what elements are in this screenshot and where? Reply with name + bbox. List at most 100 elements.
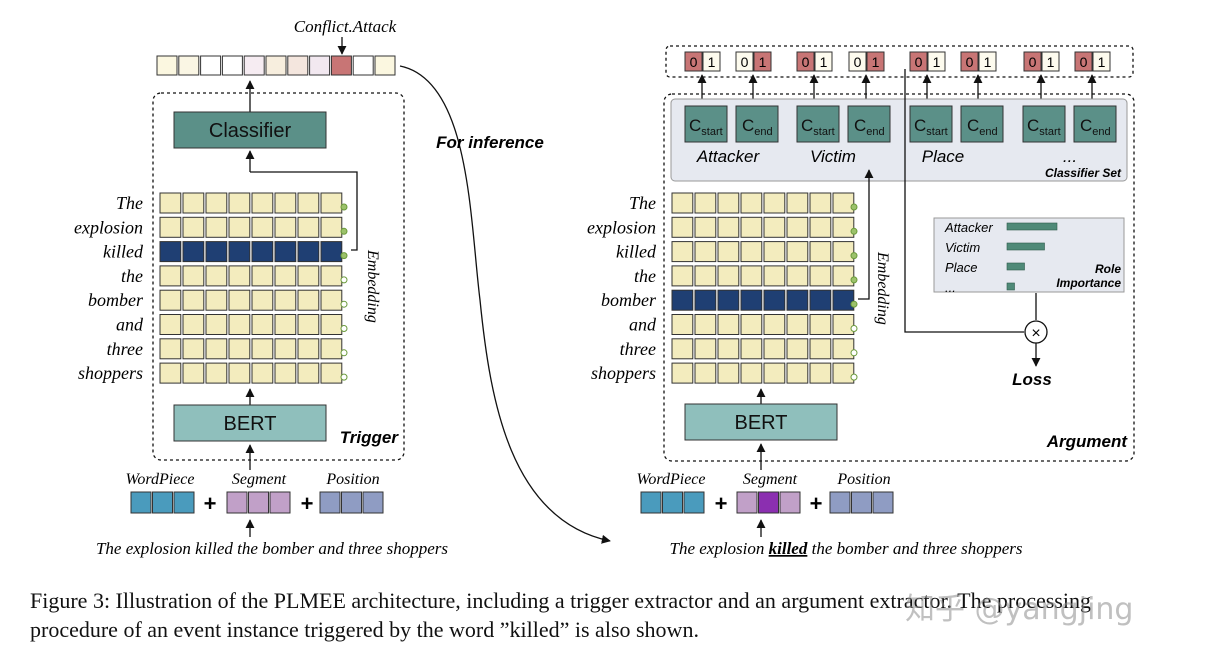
- embedding-cell: [809, 192, 832, 214]
- trigger-bert-label: BERT: [224, 413, 277, 435]
- embedding-cell: [228, 265, 251, 287]
- c-end-box: [1073, 105, 1117, 143]
- embedding-cell: [786, 192, 809, 214]
- bit-cell-hit: [753, 51, 772, 72]
- embedding-cell: [763, 314, 786, 335]
- embedding-output-dot: [850, 252, 858, 260]
- embedding-cell: [205, 362, 228, 384]
- embedding-output-dot: [850, 276, 858, 284]
- embedding-cell: [251, 289, 274, 311]
- embedding-cell: [763, 265, 786, 287]
- embedding-cell: [228, 216, 251, 238]
- embedding-cell: [251, 362, 274, 384]
- trigger-classifier-box: [173, 111, 327, 149]
- trigger-output-vector: [156, 55, 396, 76]
- role-importance-bar: [1006, 282, 1015, 291]
- embedding-output-dot: [340, 300, 348, 308]
- embedding-cell: [320, 289, 343, 311]
- embedding-cell: [694, 192, 717, 214]
- embedding-cell: [205, 192, 228, 214]
- embedding-cell: [832, 192, 855, 214]
- bit-cell: [814, 51, 833, 72]
- embedding-cell: [786, 265, 809, 287]
- bit-value: 0: [915, 54, 923, 70]
- trigger-classifier-label: Classifier: [209, 120, 292, 142]
- token-label: explosion: [587, 217, 656, 237]
- role-importance-bars: AttackerVictimPlace...: [944, 220, 1058, 295]
- bit-value: 1: [708, 54, 716, 70]
- argument-panel: [663, 93, 1135, 462]
- embedding-cell: [717, 362, 740, 384]
- embedding-cell: [205, 265, 228, 287]
- embedding-cell: [205, 289, 228, 311]
- role-importance-name: Victim: [945, 240, 980, 255]
- classifier-text: Cend: [1080, 116, 1111, 138]
- embedding-cell: [694, 265, 717, 287]
- embedding-cell: [159, 338, 182, 360]
- role-importance-bar: [1006, 262, 1025, 271]
- output-cell: [178, 55, 200, 76]
- classifier-text: Cstart: [1027, 116, 1061, 138]
- role-importance-name: Attacker: [944, 220, 993, 235]
- embedding-cell-highlight: [159, 241, 182, 263]
- bit-cell: [927, 51, 946, 72]
- embedding-cell: [671, 192, 694, 214]
- embedding-cell: [763, 362, 786, 384]
- bit-cell-hit: [1023, 51, 1042, 72]
- segment-cell: [779, 491, 801, 514]
- position-cell: [341, 491, 362, 514]
- bit-cell: [1041, 51, 1060, 72]
- token-label: bomber: [88, 290, 144, 310]
- embedding-cell-highlight: [694, 289, 717, 311]
- trigger-segment-label: Segment: [232, 471, 287, 488]
- embedding-cell: [740, 265, 763, 287]
- classifier-text: Cstart: [689, 116, 723, 138]
- role-label: Place: [922, 147, 965, 166]
- trigger-position-label: Position: [325, 471, 379, 488]
- token-label: the: [121, 266, 143, 286]
- embedding-cell: [251, 314, 274, 335]
- embedding-cell-highlight: [717, 289, 740, 311]
- embedding-cell-highlight: [228, 241, 251, 263]
- embedding-cell-highlight: [832, 289, 855, 311]
- embedding-cell: [809, 241, 832, 263]
- trigger-panel-label: Trigger: [340, 428, 400, 447]
- argument-input-sentence: The explosion killed the bomber and thre…: [669, 539, 1022, 558]
- token-label: and: [116, 315, 144, 335]
- embedding-cell: [159, 216, 182, 238]
- role-label: Victim: [810, 147, 856, 166]
- embedding-cell: [671, 362, 694, 384]
- embedding-cell: [274, 216, 297, 238]
- embedding-cell: [228, 362, 251, 384]
- embedding-cell: [274, 362, 297, 384]
- watermark: 知乎 @yangjing: [905, 592, 1134, 627]
- token-label: explosion: [74, 217, 143, 237]
- embedding-cell: [671, 265, 694, 287]
- embedding-cell: [740, 338, 763, 360]
- output-cell: [265, 55, 287, 76]
- classifier-text: Cstart: [801, 116, 835, 138]
- segment-cell: [226, 491, 248, 514]
- embedding-cell: [809, 265, 832, 287]
- embedding-output-dot: [340, 227, 348, 235]
- embedding-cell: [228, 192, 251, 214]
- classifier-text: Cend: [742, 116, 773, 138]
- embedding-output-dot: [850, 373, 858, 381]
- bit-value: 1: [820, 54, 828, 70]
- embedding-output-dot: [850, 203, 858, 211]
- embedding-cell: [832, 338, 855, 360]
- embedding-cell: [809, 362, 832, 384]
- embedding-cell: [182, 314, 205, 335]
- embedding-cell-highlight: [786, 289, 809, 311]
- embedding-cell: [763, 216, 786, 238]
- argument-input-embeddings: [640, 491, 894, 514]
- bit-cell-hit: [1074, 51, 1093, 72]
- bit-cell-hit: [866, 51, 885, 72]
- embedding-cell: [786, 338, 809, 360]
- position-cell: [872, 491, 894, 514]
- embedding-cell: [182, 362, 205, 384]
- output-cell: [352, 55, 374, 76]
- embedding-cell: [297, 314, 320, 335]
- embedding-cell: [694, 216, 717, 238]
